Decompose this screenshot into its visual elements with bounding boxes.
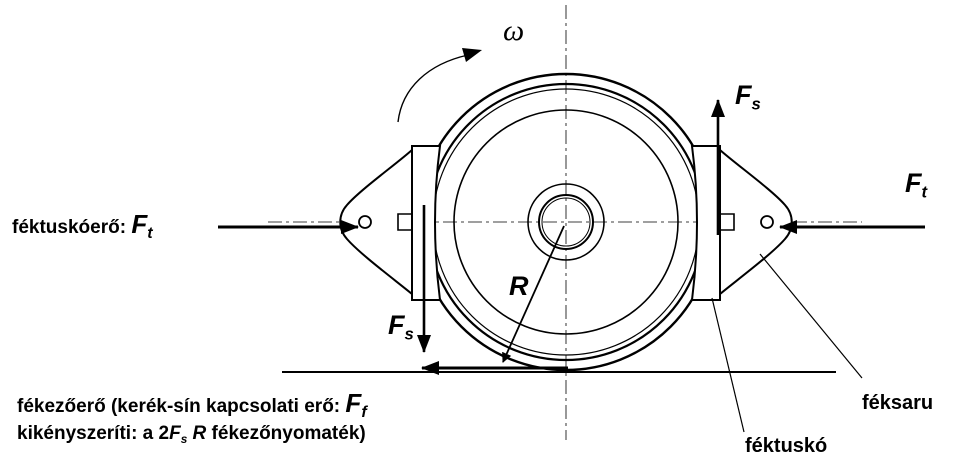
rotation-arc xyxy=(397,54,469,123)
pad-force-prefix: féktuskóerő: xyxy=(12,217,127,238)
right-shoe-holder xyxy=(719,147,793,297)
pad-force-symbol: Ft xyxy=(131,209,153,243)
friction-force-right-label: Fs xyxy=(735,80,761,114)
radius-label: R xyxy=(509,271,529,301)
rotation-arrowhead xyxy=(462,48,482,62)
left-shoe-holder xyxy=(339,147,413,297)
radius-arrow xyxy=(502,225,565,363)
friction-force-left-label: Fs xyxy=(388,310,414,344)
pad-force-left-label: féktuskóerő: Ft xyxy=(12,209,153,243)
axle-bore xyxy=(541,197,591,247)
right-brake-shoe xyxy=(690,145,735,301)
braking-force-label-line2: kikényszeríti: a 2Fs R fékezőnyomaték) xyxy=(17,423,366,446)
left-brake-shoe xyxy=(397,145,442,301)
shoe-holder-label: féksaru xyxy=(862,392,934,414)
brake-shoe-label: féktuskó xyxy=(745,435,828,457)
braking-force-label-line1: fékezőerő (kerék-sín kapcsolati erő: Ff xyxy=(17,388,367,422)
hub-inner xyxy=(538,194,594,250)
omega-label: ω xyxy=(503,14,525,47)
hub-outer xyxy=(527,183,605,261)
pad-force-right-label: Ft xyxy=(905,168,928,202)
brake-shoe-leader xyxy=(711,297,745,433)
wheel-disc xyxy=(453,109,679,335)
shoe-holder-leader xyxy=(759,253,863,379)
